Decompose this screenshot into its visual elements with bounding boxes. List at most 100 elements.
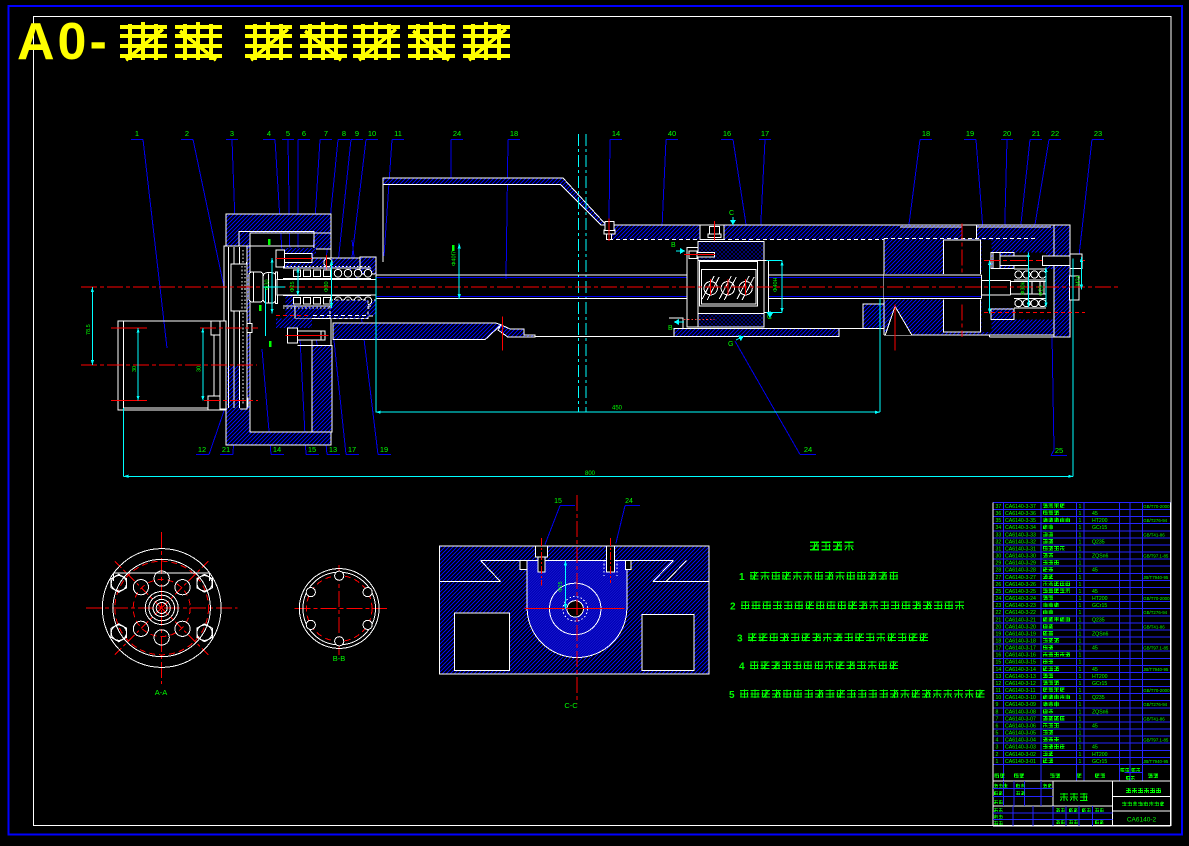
svg-text:12: 12 <box>996 681 1002 687</box>
svg-text:CA6140-3-31: CA6140-3-31 <box>1005 546 1036 552</box>
svg-text:GCr15: GCr15 <box>1092 759 1107 765</box>
svg-text:1: 1 <box>1079 504 1082 510</box>
svg-text:5: 5 <box>286 129 290 138</box>
svg-text:11: 11 <box>394 129 402 138</box>
svg-text:C: C <box>729 210 734 217</box>
svg-text:CA6140-3-28: CA6140-3-28 <box>1005 568 1036 574</box>
svg-text:CA6140-3-33: CA6140-3-33 <box>1005 532 1036 538</box>
svg-text:45: 45 <box>1092 723 1098 729</box>
svg-text:CA6140-3-34: CA6140-3-34 <box>1005 525 1036 531</box>
svg-text:1: 1 <box>1079 603 1082 609</box>
svg-text:14: 14 <box>273 445 281 454</box>
svg-text:Φ25: Φ25 <box>558 581 564 592</box>
svg-text:CA6140-3-32: CA6140-3-32 <box>1005 539 1036 545</box>
svg-text:12: 12 <box>198 445 206 454</box>
svg-text:Q235: Q235 <box>1092 539 1105 545</box>
svg-text:1: 1 <box>1079 575 1082 581</box>
svg-text:CA6140-3-37: CA6140-3-37 <box>1005 504 1036 510</box>
svg-text:1: 1 <box>1079 646 1082 652</box>
svg-text:CA6140-3-04: CA6140-3-04 <box>1005 738 1036 744</box>
svg-text:CA6140-3-16: CA6140-3-16 <box>1005 653 1036 659</box>
svg-text:1: 1 <box>1079 518 1082 524</box>
svg-text:450: 450 <box>612 406 623 412</box>
svg-text:CA6140-3-21: CA6140-3-21 <box>1005 617 1036 623</box>
svg-text:26: 26 <box>996 582 1002 588</box>
svg-text:CA6140-3-27: CA6140-3-27 <box>1005 575 1036 581</box>
svg-text:GCr15: GCr15 <box>1092 681 1107 687</box>
svg-text:C-C: C-C <box>564 701 578 710</box>
svg-text:45: 45 <box>1092 511 1098 517</box>
svg-text:CA6140-3-14: CA6140-3-14 <box>1005 667 1036 673</box>
svg-text:17: 17 <box>761 129 769 138</box>
svg-text:17: 17 <box>348 445 356 454</box>
svg-text:Φ25: Φ25 <box>1039 285 1045 296</box>
svg-text:CA6140-3-30: CA6140-3-30 <box>1005 554 1036 560</box>
svg-text:1: 1 <box>1079 716 1082 722</box>
svg-text:10: 10 <box>368 129 376 138</box>
svg-text:CA6140-3-29: CA6140-3-29 <box>1005 561 1036 567</box>
svg-text:CA6140-3-12: CA6140-3-12 <box>1005 681 1036 687</box>
svg-text:29: 29 <box>996 561 1002 567</box>
svg-text:16: 16 <box>996 653 1002 659</box>
svg-text:CA6140-3-07: CA6140-3-07 <box>1005 716 1036 722</box>
svg-text:24: 24 <box>625 498 633 505</box>
svg-text:CA6140-3-20: CA6140-3-20 <box>1005 624 1036 630</box>
svg-text:1: 1 <box>1079 525 1082 531</box>
svg-text:CA6140-3-17: CA6140-3-17 <box>1005 646 1036 652</box>
svg-text:GB/T70-2000: GB/T70-2000 <box>1143 504 1170 509</box>
svg-text:30: 30 <box>996 554 1002 560</box>
svg-text:10: 10 <box>996 695 1002 701</box>
svg-text:1: 1 <box>1079 681 1082 687</box>
svg-text:CA6140-3-05: CA6140-3-05 <box>1005 731 1036 737</box>
svg-text:CA6140-3-24: CA6140-3-24 <box>1005 596 1036 602</box>
svg-text:36: 36 <box>996 511 1002 517</box>
svg-text:14: 14 <box>996 667 1002 673</box>
svg-text:CA6140-2: CA6140-2 <box>1127 817 1157 824</box>
svg-text:19: 19 <box>996 631 1002 637</box>
svg-text:G: G <box>728 341 733 348</box>
svg-text:11: 11 <box>996 688 1001 694</box>
svg-text:CA6140-3-08: CA6140-3-08 <box>1005 709 1036 715</box>
svg-text:34: 34 <box>996 525 1002 531</box>
svg-text:1: 1 <box>1079 709 1082 715</box>
svg-text:5: 5 <box>996 731 999 737</box>
svg-text:30: 30 <box>132 366 138 372</box>
svg-text:1: 1 <box>1079 674 1082 680</box>
svg-text:1: 1 <box>1079 561 1082 567</box>
svg-text:1: 1 <box>1079 532 1082 538</box>
svg-text:3: 3 <box>737 634 743 645</box>
svg-text:45: 45 <box>1092 568 1098 574</box>
svg-text:1: 1 <box>1079 589 1082 595</box>
svg-text:GB/T276-94: GB/T276-94 <box>1143 518 1167 523</box>
svg-text:2: 2 <box>185 129 189 138</box>
svg-text:Φ40H: Φ40H <box>773 277 779 292</box>
svg-text:4: 4 <box>996 738 999 744</box>
svg-text:1: 1 <box>1079 695 1082 701</box>
svg-text:17: 17 <box>996 646 1002 652</box>
svg-text:30: 30 <box>197 366 203 372</box>
svg-text:9: 9 <box>996 702 999 708</box>
svg-text:HT200: HT200 <box>1092 674 1108 680</box>
svg-text:HT200: HT200 <box>1092 518 1108 524</box>
svg-text:21: 21 <box>222 445 230 454</box>
svg-text:HT200: HT200 <box>1092 752 1108 758</box>
svg-text:1: 1 <box>1079 723 1082 729</box>
svg-text:1: 1 <box>1079 702 1082 708</box>
svg-text:33: 33 <box>996 532 1002 538</box>
svg-text:B-B: B-B <box>333 654 346 663</box>
svg-text:1: 1 <box>1079 511 1082 517</box>
svg-text:1: 1 <box>1079 539 1082 545</box>
svg-text:Φ30: Φ30 <box>265 279 271 290</box>
svg-text:45: 45 <box>1092 589 1098 595</box>
svg-text:45: 45 <box>1092 646 1098 652</box>
svg-text:15: 15 <box>308 445 316 454</box>
svg-text:20: 20 <box>1003 129 1011 138</box>
svg-text:7: 7 <box>324 129 328 138</box>
svg-text:1: 1 <box>1079 738 1082 744</box>
svg-text:25: 25 <box>996 589 1002 595</box>
svg-text:CA6140-3-18: CA6140-3-18 <box>1005 639 1036 645</box>
svg-text:1: 1 <box>1079 568 1082 574</box>
svg-text:18: 18 <box>996 639 1002 645</box>
svg-text:GB/T70-2000: GB/T70-2000 <box>1143 688 1170 693</box>
svg-text:M24: M24 <box>1076 275 1082 286</box>
